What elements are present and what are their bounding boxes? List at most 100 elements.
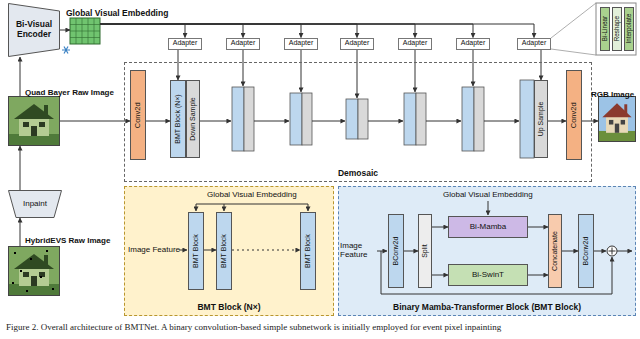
photo-illustrations-part (26, 290, 28, 292)
trapezoid-shape (9, 191, 62, 218)
demosaic-stages (232, 80, 534, 158)
adapter-box: Adapter (226, 38, 260, 50)
flow-lines-part (224, 204, 225, 211)
panel-grounds-part (124, 186, 334, 316)
connector (528, 227, 548, 228)
image-heading: RGB Image (591, 90, 634, 99)
flow-lines-part (426, 121, 461, 122)
node-label: Interpolate (625, 14, 632, 44)
frozen-snowflake (62, 47, 70, 54)
panel-grounds (124, 186, 636, 316)
connector (528, 275, 548, 276)
connector (20, 57, 21, 96)
image-heading: Global Visual Embedding (66, 9, 168, 19)
photo-illustrations-part (30, 258, 32, 260)
figure-caption: Figure 2. Overall architecture of BMTNet… (6, 322, 501, 332)
bilinear-layer: Bi-Linear (600, 7, 610, 51)
demosaic-stages-part (232, 87, 244, 151)
embedding-grid-art (70, 18, 100, 44)
rgb-image: RGB Image (598, 96, 636, 142)
image-heading: HybridEVS Raw Image (25, 236, 110, 245)
demosaic-stages-part (520, 80, 534, 158)
embedding-bus (196, 204, 308, 205)
demosaic-stages-part (358, 99, 368, 139)
photo-illustrations-part (46, 250, 48, 252)
connector (100, 24, 534, 38)
adapter-box: Adapter (456, 38, 490, 50)
connector (100, 24, 415, 38)
node-label: Split (421, 244, 429, 258)
bmt-detail-panel: Binary Mamba-Transformer Block (BMT Bloc… (338, 186, 636, 316)
conv-layer: Conv2d (566, 70, 582, 160)
embedding-grid: Global Visual Embedding (70, 18, 100, 44)
flow-lines-part (617, 251, 632, 252)
connector (20, 218, 21, 246)
node-label: BConv2d (392, 237, 400, 266)
node-label: Inpaint (23, 199, 47, 208)
connector (432, 275, 448, 276)
adapter-box: Adapter (517, 38, 551, 50)
frozen-snowflake-part (62, 47, 70, 54)
node-label: BMT Block (N×) (174, 94, 182, 143)
node-label: Adapter (403, 39, 428, 47)
connector (232, 250, 300, 251)
node-label: Adapter (173, 39, 198, 47)
bmt-block: BMT Block (188, 212, 204, 290)
demosaic-region: DemosaicConv2dBMT Block (N×)Down SampleU… (124, 62, 592, 182)
text-label: Global Visual Embedding (443, 190, 533, 199)
node-label: BMT Block (304, 234, 312, 268)
node-label: Concatenate (551, 231, 559, 271)
raw-image: HybridEVS Raw Image (8, 246, 60, 296)
concat-layer: Concatenate (548, 214, 562, 288)
connector (60, 121, 130, 122)
connector (100, 24, 473, 38)
flow-lines-part (254, 121, 289, 122)
demosaic-stages-part (302, 93, 312, 145)
flow-lines-part (301, 49, 302, 92)
node-label: Reshape (613, 16, 620, 41)
flow-lines-part (357, 49, 358, 98)
demosaic-stages-part (346, 99, 358, 139)
flow-lines-part (312, 121, 345, 122)
node-label: Adapter (522, 39, 547, 47)
photo-illustrations-part (40, 276, 42, 278)
demosaic-stages-part (290, 93, 302, 145)
photo-illustrations-part (12, 282, 14, 284)
flow-lines-part (196, 204, 197, 211)
photo-illustrations-part (14, 252, 16, 254)
bconv-layer: BConv2d (578, 214, 594, 288)
node-label: Adapter (345, 39, 370, 47)
mamba-box: Bi-Mamba (448, 216, 528, 238)
connector (548, 121, 566, 122)
node-label: Adapter (231, 39, 256, 47)
adapter-box: Adapter (340, 38, 374, 50)
adapter-box: Adapter (398, 38, 432, 50)
photo-illustrations (8, 96, 636, 296)
connector (404, 251, 418, 252)
connector (100, 24, 185, 38)
connector (562, 251, 578, 252)
demosaic-stages-part (244, 87, 254, 151)
sum-symbol-part (607, 246, 617, 256)
bmt-stage: BMT Block (N×) (170, 80, 186, 158)
text-label: Image Feature (128, 245, 180, 254)
flow-lines-part (377, 251, 387, 252)
connector (20, 146, 21, 190)
flow-lines (179, 49, 632, 294)
downsample-layer: Down Sample (186, 80, 200, 158)
flow-lines-part (200, 121, 231, 122)
connector (100, 24, 357, 38)
flow-lines-part (243, 49, 244, 86)
photo-illustrations-part (52, 288, 54, 290)
conv-layer: Conv2d (130, 70, 146, 160)
flow-lines-part (179, 250, 187, 251)
split-layer: Split (418, 214, 432, 288)
image-heading: Quad Bayer Raw Image (25, 88, 114, 97)
text-label: Image Feature (340, 241, 374, 259)
photo-illustrations-part (8, 246, 60, 296)
encoder-trapezoid: Bi-Visual Encoder (8, 3, 60, 57)
embedding-grid-art-part (70, 18, 100, 44)
